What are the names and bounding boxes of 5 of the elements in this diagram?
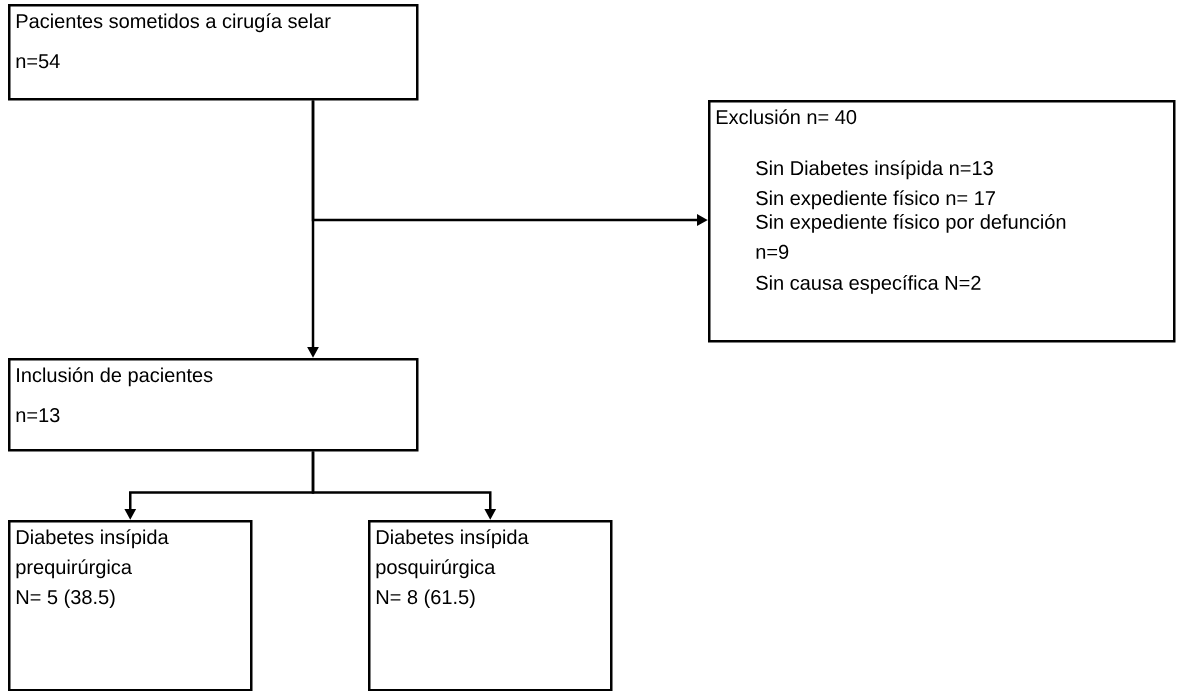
process-box: Diabetes insípida prequirúrgica N= 5 (38.5) [8, 520, 253, 691]
process-box: Pacientes sometidos a cirugía selar n=54 [8, 4, 419, 101]
process-box: Diabetes insípida posquirúrgica N= 8 (61.5) [368, 520, 613, 691]
process-box: Exclusión n= 40 Sin Diabetes insípida n=13 Sin expediente físico n= 17 Sin expediente físico por defunción n=9 Sin causa específica N=2 [708, 100, 1176, 343]
process-box: Inclusión de pacientes n=13 [8, 358, 419, 452]
